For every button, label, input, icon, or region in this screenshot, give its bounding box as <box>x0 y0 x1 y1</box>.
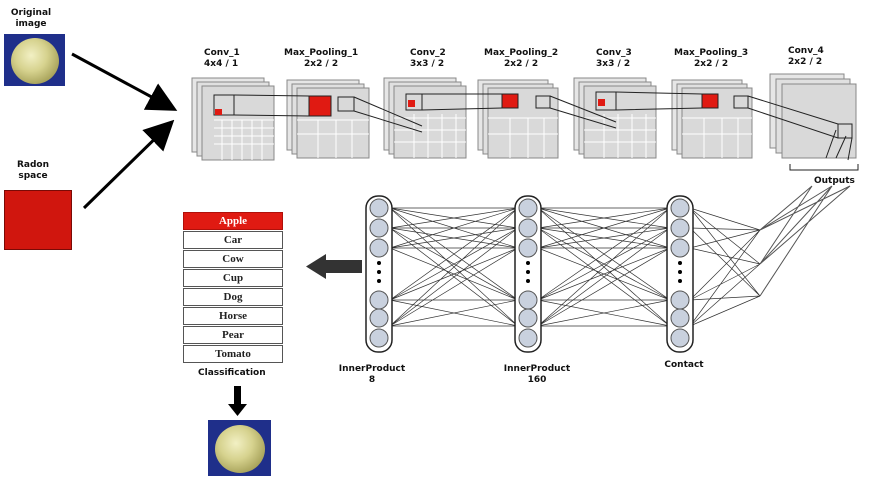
layer-conv1-params: 4x4 / 1 <box>204 59 239 69</box>
fc-layer-innerproduct-160 <box>514 195 542 353</box>
outputs-connections <box>759 185 851 297</box>
layer-maxpool1-name: Max_Pooling_1 <box>284 48 359 58</box>
class-item-dog: Dog <box>183 288 283 306</box>
class-item-horse: Horse <box>183 307 283 325</box>
layer-conv1-name: Conv_1 <box>204 48 240 58</box>
layer-conv4-params: 2x2 / 2 <box>788 57 823 67</box>
maxpool3-feature-map <box>671 79 753 159</box>
maxpool1-feature-map <box>286 79 370 159</box>
to-result-arrow <box>228 386 247 416</box>
conv4-feature-map <box>769 73 857 159</box>
original-image <box>4 34 65 86</box>
layer-conv3-params: 3x3 / 2 <box>596 59 631 69</box>
fc-dense-connections <box>389 207 761 327</box>
class-item-apple: Apple <box>183 212 283 230</box>
class-item-pear: Pear <box>183 326 283 344</box>
conv2-feature-map <box>383 77 467 159</box>
map-connections <box>233 91 859 171</box>
radon-space-image <box>4 190 72 250</box>
result-image <box>208 420 271 476</box>
apple-icon <box>215 425 265 473</box>
fc2-size: 160 <box>527 375 547 385</box>
class-item-cup: Cup <box>183 269 283 287</box>
original-image-label: Original image <box>10 8 52 29</box>
fc-layer-innerproduct-8 <box>365 195 393 353</box>
layer-maxpool3-name: Max_Pooling_3 <box>674 48 749 58</box>
apple-icon <box>11 38 59 84</box>
layer-conv4-name: Conv_4 <box>788 46 824 56</box>
class-item-cow: Cow <box>183 250 283 268</box>
layer-conv2-params: 3x3 / 2 <box>410 59 445 69</box>
layer-conv2-name: Conv_2 <box>410 48 446 58</box>
radon-space-label: Radon space <box>16 160 50 181</box>
layer-maxpool3-params: 2x2 / 2 <box>694 59 729 69</box>
layer-conv3-name: Conv_3 <box>596 48 632 58</box>
conv1-feature-map <box>191 77 275 161</box>
conv3-feature-map <box>573 77 657 159</box>
fc-network <box>365 195 761 353</box>
to-classification-arrow <box>306 254 362 279</box>
layer-maxpool2-params: 2x2 / 2 <box>504 59 539 69</box>
layer-maxpool2-name: Max_Pooling_2 <box>484 48 559 58</box>
classification-label: Classification <box>198 368 266 378</box>
layer-maxpool1-params: 2x2 / 2 <box>304 59 339 69</box>
outputs-label: Outputs <box>814 176 855 186</box>
fc-layer-contact <box>666 195 694 353</box>
fc3-name: Contact <box>664 360 704 370</box>
fc1-name: InnerProduct <box>338 364 406 374</box>
radon-to-conv-arrow <box>82 119 175 210</box>
fc2-name: InnerProduct <box>503 364 571 374</box>
class-item-tomato: Tomato <box>183 345 283 363</box>
maxpool2-feature-map <box>477 79 559 159</box>
class-item-car: Car <box>183 231 283 249</box>
class-list: Apple Car Cow Cup Dog Horse Pear Tomato <box>183 212 283 364</box>
fc1-size: 8 <box>368 375 376 385</box>
original-to-conv-arrow <box>71 52 178 111</box>
